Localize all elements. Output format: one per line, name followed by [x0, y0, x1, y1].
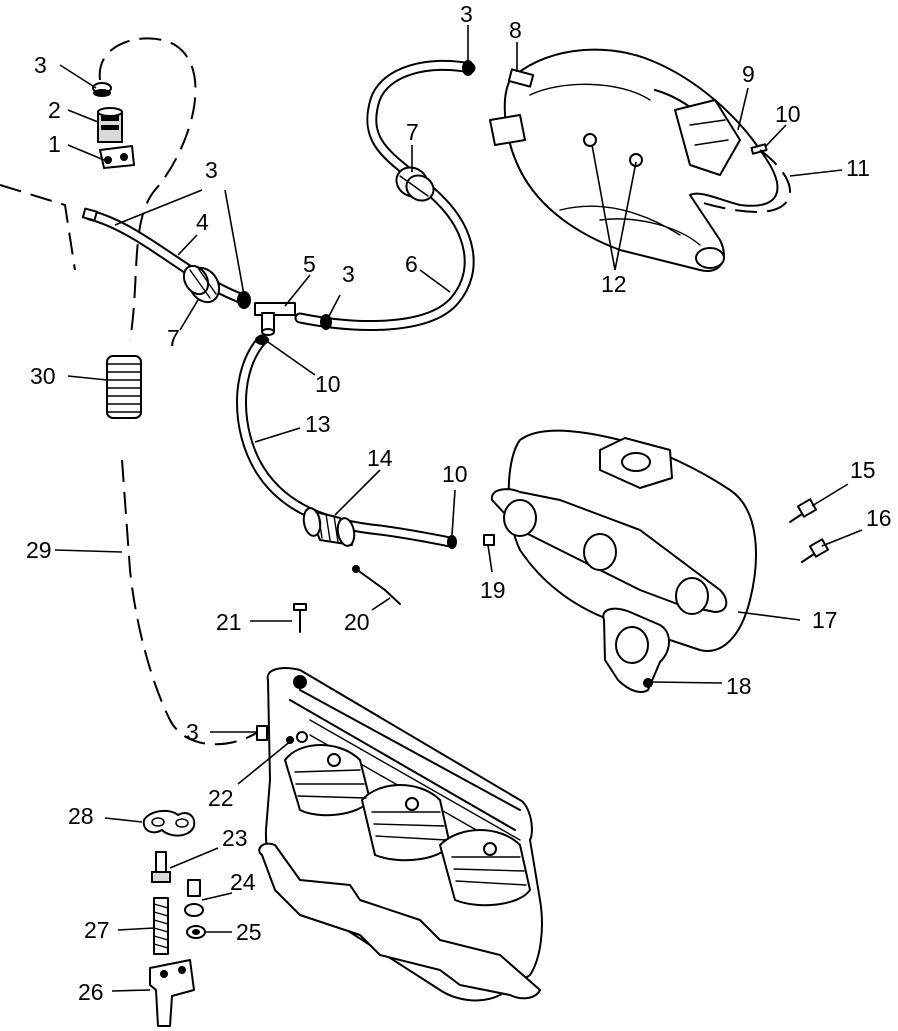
callout-12: 12	[601, 271, 627, 297]
fitting-part-24	[184, 879, 204, 917]
clamp-part-3-top	[462, 60, 474, 76]
gasket-part-28	[142, 809, 196, 837]
callout-3-lower: 3	[186, 719, 199, 745]
housing-part-26	[149, 959, 195, 1027]
callout-13: 13	[305, 411, 331, 437]
callout-15: 15	[850, 457, 876, 483]
clamp-part-3-top-left	[92, 82, 112, 97]
washer-part-25	[186, 925, 206, 939]
clamp-part-10-left	[255, 335, 269, 345]
exhaust-manifold-part-17	[490, 429, 757, 693]
clamp-part-10-top-right	[750, 143, 768, 155]
clamp-part-3-lower	[256, 725, 268, 741]
callout-26: 26	[78, 979, 104, 1005]
callout-3-mid-left: 3	[205, 157, 218, 183]
sleeve-part-14	[302, 507, 356, 547]
callout-14: 14	[367, 445, 393, 471]
dashed-outline-part-11	[699, 149, 791, 214]
callout-7-left: 7	[167, 325, 180, 351]
callout-9: 9	[742, 61, 755, 87]
callout-8: 8	[509, 17, 522, 43]
sleeve-part-30	[106, 355, 142, 419]
valve-part-2	[97, 107, 123, 143]
callout-27: 27	[84, 917, 110, 943]
callout-30: 30	[30, 363, 56, 389]
callout-18: 18	[726, 673, 752, 699]
callout-24: 24	[230, 869, 256, 895]
nut-part-19	[483, 534, 495, 546]
sensor-part-23	[151, 851, 171, 883]
callout-3-top-left: 3	[34, 52, 47, 78]
callout-6: 6	[405, 251, 418, 277]
engine-cylinder-block	[258, 667, 543, 1002]
callout-16: 16	[866, 505, 892, 531]
tee-fitting-part-5	[254, 302, 296, 336]
callout-19: 19	[480, 577, 506, 603]
spring-part-27	[153, 897, 169, 955]
fitting-part-1	[99, 145, 135, 169]
callout-1: 1	[48, 131, 61, 157]
leader-lines	[54, 25, 863, 992]
callout-10-mid: 10	[315, 371, 341, 397]
callout-11: 11	[846, 155, 870, 181]
callout-28: 28	[68, 803, 94, 829]
callout-25: 25	[236, 919, 262, 945]
bolt-part-15	[789, 498, 818, 523]
callout-10-lower: 10	[442, 461, 468, 487]
callout-29: 29	[26, 537, 52, 563]
callout-10-top-right: 10	[775, 101, 801, 127]
grommet-part-7-left	[182, 264, 221, 304]
callout-4: 4	[196, 209, 209, 235]
callout-7-right: 7	[406, 119, 419, 145]
callout-21: 21	[216, 609, 242, 635]
callout-labels: 3 2 1 3 8 9 10 11 12 7 3 4 7 5 3 6 10 13…	[26, 1, 892, 1005]
clamp-part-10-right	[447, 535, 457, 549]
clamp-part-3-mid	[320, 314, 332, 330]
hose-part-13	[236, 334, 456, 548]
callout-17: 17	[812, 607, 838, 633]
clamp-part-3-left	[237, 291, 251, 309]
dashed-line-part-29	[121, 459, 259, 746]
hose-part-6	[294, 59, 476, 331]
bolt-part-16	[801, 538, 830, 563]
callout-3-mid: 3	[342, 261, 355, 287]
bolt-part-21	[293, 603, 307, 633]
callout-20: 20	[344, 609, 370, 635]
callout-22: 22	[208, 785, 234, 811]
callout-23: 23	[222, 825, 248, 851]
callout-2: 2	[48, 97, 61, 123]
hose-part-4	[81, 207, 251, 306]
callout-5: 5	[303, 251, 316, 277]
upper-left-dashed-outline	[0, 37, 197, 341]
grommet-part-7-right	[395, 166, 435, 202]
callout-3-top: 3	[460, 1, 473, 27]
exhaust-pipe-assembly	[489, 48, 779, 272]
bolt-part-20	[352, 565, 401, 605]
